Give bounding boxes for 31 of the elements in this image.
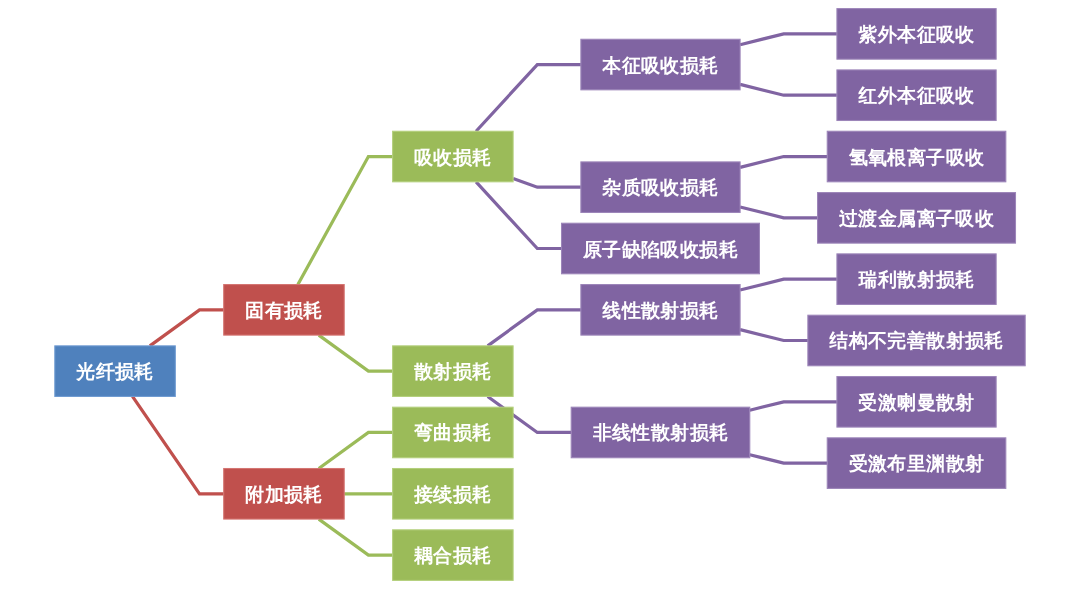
node-box: 非线性散射损耗 (570, 406, 751, 459)
connector (749, 453, 828, 465)
connector (317, 430, 393, 470)
node-box: 接续损耗 (392, 467, 514, 520)
connector (486, 395, 572, 435)
node-box: 光纤损耗 (54, 345, 176, 397)
connector (749, 400, 837, 412)
node-box: 氢氧根离子吸收 (826, 130, 1007, 183)
node-box: 杂质吸收损耗 (580, 161, 741, 213)
node-box: 结构不完善散射损耗 (807, 314, 1026, 367)
node-box: 红外本征吸收 (836, 69, 997, 122)
connector (474, 180, 562, 251)
connector (296, 154, 393, 286)
node-box: 散射损耗 (392, 345, 514, 397)
connector (512, 176, 581, 189)
node-box: 耦合损耗 (392, 529, 514, 581)
node-box: 弯曲损耗 (392, 406, 514, 459)
node-box: 附加损耗 (223, 467, 345, 520)
node-box: 吸收损耗 (392, 130, 514, 183)
node-box: 紫外本征吸收 (836, 8, 997, 60)
node-box: 受激喇曼散射 (836, 376, 997, 428)
node-box: 瑞利散射损耗 (836, 253, 997, 305)
node-box: 固有损耗 (223, 284, 345, 336)
connector (131, 395, 224, 496)
connector (474, 62, 581, 133)
node-box: 过渡金属离子吸收 (817, 192, 1017, 244)
node-box: 受激布里渊散射 (826, 437, 1007, 489)
node-box: 原子缺陷吸收损耗 (561, 222, 760, 275)
connector (344, 492, 393, 496)
node-box: 线性散射损耗 (580, 284, 741, 336)
node-box: 本征吸收损耗 (580, 38, 741, 91)
